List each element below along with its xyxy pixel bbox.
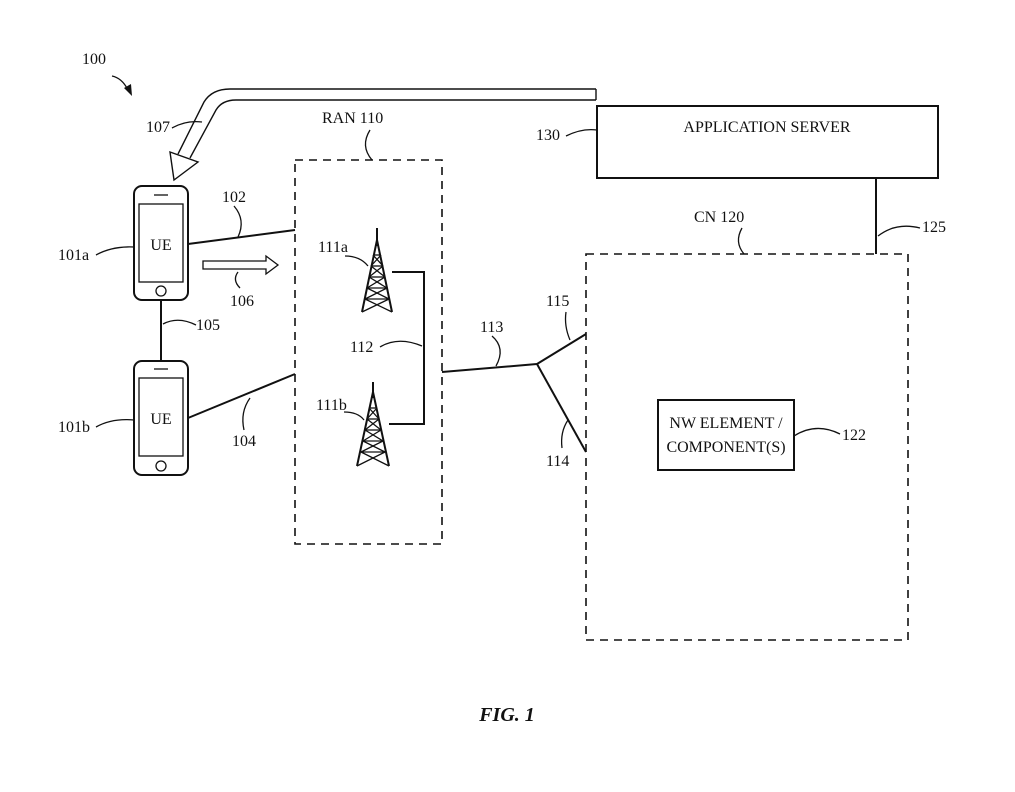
ref-107-leader (171, 120, 203, 129)
application-server-label: APPLICATION SERVER (683, 119, 851, 136)
ue-101b-home-button (155, 460, 167, 472)
ref-111a: 111a (318, 239, 348, 256)
ref-130-leader (565, 128, 598, 137)
cn-box (585, 253, 909, 641)
ue-101b-label: UE (150, 411, 171, 428)
nw-element-line1: NW ELEMENT / (669, 415, 783, 432)
nw-element-line2: COMPONENT(S) (666, 439, 785, 456)
link-112 (389, 271, 425, 425)
ref-111b: 111b (316, 397, 347, 414)
ref-104: 104 (232, 433, 256, 450)
ref-100-arrowhead (124, 84, 132, 96)
link-104 (187, 373, 296, 419)
ref-114-leader (560, 419, 569, 449)
ref-111a-leader (344, 255, 369, 267)
ref-102-leader (233, 205, 242, 238)
cn-label: CN 120 (694, 209, 744, 226)
link-115 (536, 333, 587, 365)
ref-105: 105 (196, 317, 220, 334)
ref-106-leader (234, 271, 241, 289)
ref-122-leader (793, 427, 841, 437)
ue-101a-label: UE (150, 237, 171, 254)
ref-100: 100 (82, 51, 106, 68)
arrow-107-head (169, 150, 200, 182)
tower-111a-icon (361, 228, 393, 313)
ref-105-leader (162, 319, 197, 326)
cn-label-leader (737, 227, 745, 255)
tower-111b-icon (356, 382, 390, 467)
ref-101a: 101a (58, 247, 89, 264)
ran-box (294, 159, 443, 545)
link-102 (187, 229, 296, 245)
ran-label: RAN 110 (322, 110, 383, 127)
ref-113-leader (491, 335, 501, 367)
ref-130: 130 (536, 127, 560, 144)
ref-112: 112 (350, 339, 373, 356)
ref-114: 114 (546, 453, 569, 470)
ref-102: 102 (222, 189, 246, 206)
link-113 (441, 363, 538, 373)
ue-101b-screen (138, 377, 184, 457)
ref-113: 113 (480, 319, 503, 336)
arrow-106 (202, 254, 280, 276)
arrow-107-inner-edge (189, 99, 596, 159)
ue-101a-home-button (155, 285, 167, 297)
ref-107: 107 (146, 119, 170, 136)
ref-101b-leader (95, 419, 135, 428)
nw-element-box (657, 399, 795, 471)
ref-115: 115 (546, 293, 569, 310)
ref-112-leader (379, 340, 423, 348)
ref-125-leader (877, 225, 921, 237)
ref-101b: 101b (58, 419, 90, 436)
ran-label-leader (364, 129, 373, 161)
ue-101a-screen (138, 203, 184, 283)
ref-106: 106 (230, 293, 254, 310)
application-server-box (596, 105, 939, 179)
ref-111b-leader (343, 411, 365, 421)
ref-115-leader (564, 311, 571, 341)
arrow-107-outer-edge (177, 88, 596, 155)
ref-122: 122 (842, 427, 866, 444)
ref-125: 125 (922, 219, 946, 236)
figure-caption: FIG. 1 (478, 704, 535, 726)
ref-104-leader (242, 397, 251, 431)
link-114 (536, 363, 587, 453)
ref-101a-leader (95, 246, 135, 256)
